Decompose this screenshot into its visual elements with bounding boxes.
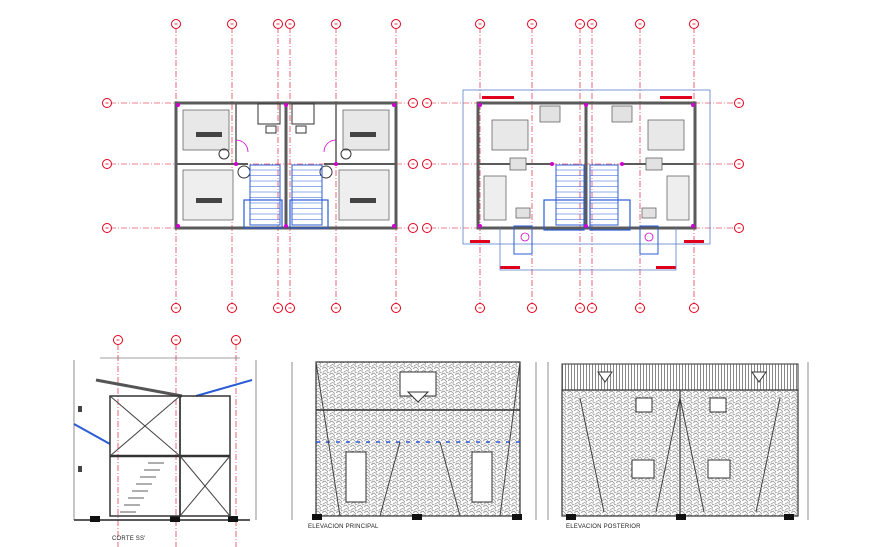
ground-floor-plan bbox=[102, 19, 418, 313]
rear-elevation-drawing bbox=[547, 362, 809, 520]
plan-right-stairs bbox=[513, 164, 659, 255]
front-elevation-drawing bbox=[291, 361, 537, 520]
rear-elevation-title-label: ELEVACION POSTERIOR bbox=[566, 524, 641, 530]
cross-section-drawing bbox=[73, 335, 257, 547]
front-elevation-title-label: ELEVACION PRINCIPAL bbox=[308, 524, 379, 530]
upper-floor-plan bbox=[422, 19, 744, 313]
plan-left-walls bbox=[174, 101, 398, 230]
plan-left-grid-axes bbox=[102, 19, 418, 313]
section-title-label: CORTE SS' bbox=[112, 536, 146, 542]
section-grid-axes bbox=[113, 335, 241, 547]
plan-left-stairs bbox=[243, 164, 329, 229]
plan-left-door-swings bbox=[176, 103, 396, 228]
plan-right-door-swings bbox=[478, 103, 695, 242]
plan-right-walls bbox=[470, 96, 704, 271]
